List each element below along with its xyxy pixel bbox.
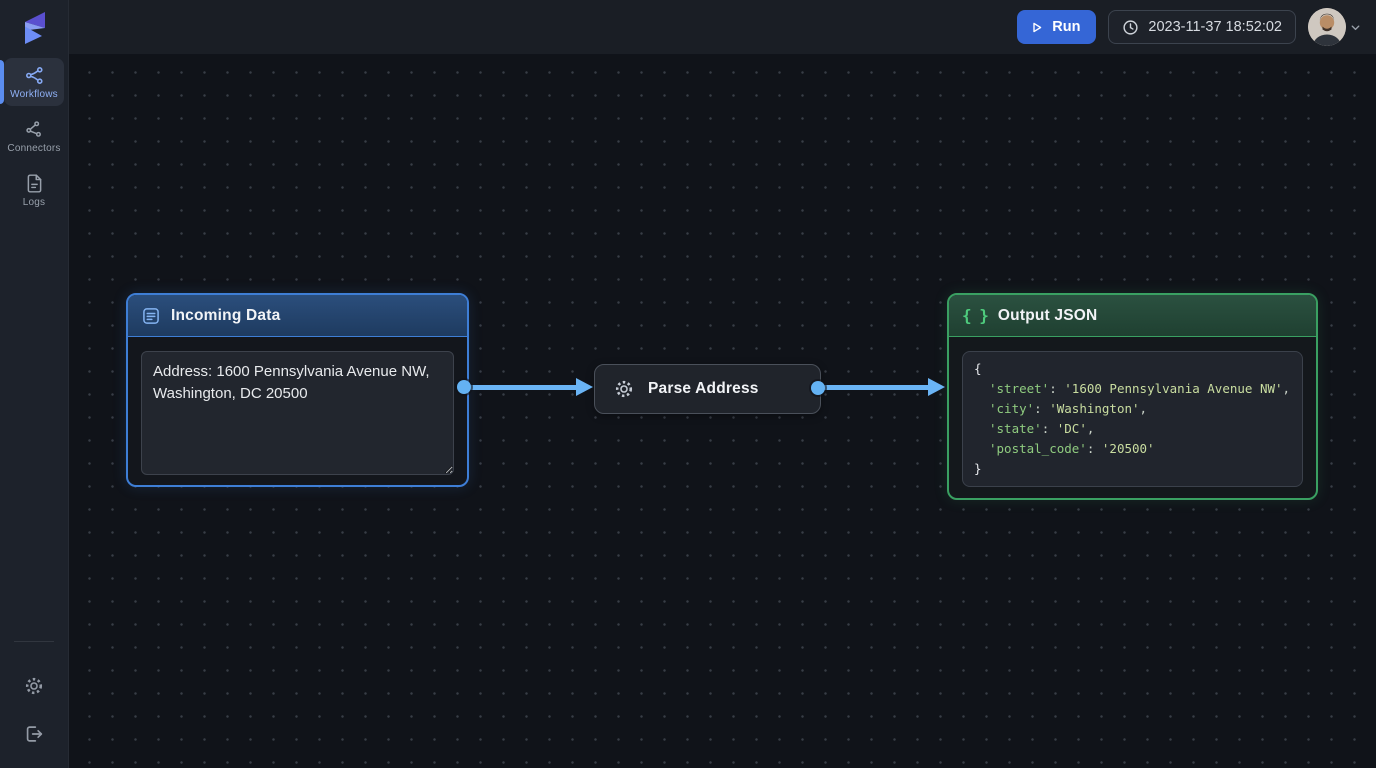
edge-parse-to-output [821,385,931,390]
sidebar-spacer [0,217,68,641]
json-sep: : [1086,441,1102,456]
json-key: 'street' [989,381,1050,396]
node-incoming-header[interactable]: Incoming Data [128,295,467,337]
json-key: 'postal_code' [989,441,1087,456]
edge-arrowhead [928,378,945,396]
sidebar-divider [14,641,54,642]
logo-icon [25,11,45,44]
port-parse-output[interactable] [811,381,825,395]
open-brace: { [974,361,982,376]
code-line: 'street': '1600 Pennsylvania Avenue NW', [974,379,1291,399]
edge-incoming-to-parse [467,385,579,390]
sidebar-item-logs[interactable]: Logs [4,166,64,214]
node-parse-address[interactable]: Parse Address [594,364,821,414]
node-incoming-data[interactable]: Incoming Data Address: 1600 Pennsylvania… [126,293,469,487]
logout-button[interactable] [0,714,68,754]
sidebar-item-label: Workflows [10,89,58,100]
user-menu[interactable] [1308,8,1362,46]
code-line: { [974,359,1291,379]
settings-button[interactable] [0,666,68,706]
node-title: Parse Address [648,380,759,397]
node-output-header[interactable]: { } Output JSON [949,295,1316,337]
incoming-data-textarea[interactable]: Address: 1600 Pennsylvania Avenue NW, Wa… [141,351,454,475]
logs-icon [24,173,45,194]
gear-icon [23,675,45,697]
sidebar-item-label: Logs [22,197,46,208]
sidebar-item-connectors[interactable]: Connectors [4,112,64,160]
close-brace: } [974,461,982,476]
curly-braces-icon: { } [962,306,989,325]
node-title: Output JSON [997,306,1098,324]
sidebar-item-workflows[interactable]: Workflows [0,58,64,106]
code-line: } [974,459,1291,479]
timestamp-display: 2023-11-37 18:52:02 [1108,10,1296,44]
json-key: 'city' [989,401,1035,416]
json-comma: , [1139,401,1148,416]
json-comma: , [1086,421,1095,436]
json-value: 'DC' [1056,421,1087,436]
port-incoming-output[interactable] [457,380,471,394]
topbar: Run 2023-11-37 18:52:02 [69,0,1376,55]
workflow-canvas[interactable]: Incoming Data Address: 1600 Pennsylvania… [69,55,1376,768]
workflows-icon [24,65,45,86]
json-value: 'Washington' [1049,401,1140,416]
code-line: 'state': 'DC', [974,419,1291,439]
output-json-code[interactable]: { 'street': '1600 Pennsylvania Avenue NW… [962,351,1303,487]
json-sep: : [1041,421,1057,436]
app-logo[interactable] [0,0,68,55]
code-line: 'city': 'Washington', [974,399,1291,419]
active-indicator [0,60,4,104]
connectors-icon [24,119,45,140]
json-comma: , [1282,381,1291,396]
node-output-json[interactable]: { } Output JSON { 'street': '1600 Pennsy… [947,293,1318,500]
json-value: '1600 Pennsylvania Avenue NW' [1064,381,1283,396]
sidebar-item-label: Connectors [7,143,61,154]
sidebar: Workflows Connectors Logs [0,0,69,768]
json-key: 'state' [989,421,1042,436]
run-button-label: Run [1052,19,1081,35]
json-sep: : [1049,381,1065,396]
node-title: Incoming Data [171,306,281,324]
code-line: 'postal_code': '20500' [974,439,1291,459]
avatar [1308,8,1346,46]
document-lines-icon [141,306,161,326]
logout-icon [23,723,45,745]
play-icon [1029,20,1044,35]
clock-icon [1122,19,1139,36]
json-value: '20500' [1101,441,1155,456]
timestamp-text: 2023-11-37 18:52:02 [1148,19,1282,35]
run-button[interactable]: Run [1017,10,1097,44]
edge-arrowhead [576,378,593,396]
sidebar-bottom [0,641,68,768]
chevron-down-icon [1349,21,1362,34]
gear-icon [613,378,635,400]
json-sep: : [1034,401,1050,416]
